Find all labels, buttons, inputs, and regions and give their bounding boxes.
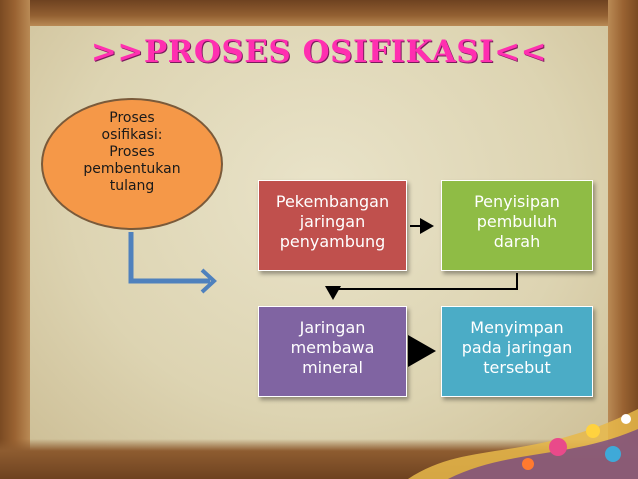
start-node-oval [41, 98, 223, 230]
start-connector [128, 232, 210, 284]
step-4-line: tersebut [483, 358, 551, 377]
start-connector-arrowhead [200, 268, 217, 294]
start-node-line: pembentukan [83, 161, 181, 177]
step-1-line: penyambung [279, 232, 386, 251]
step-box-2: Penyisipan pembuluh darah [441, 180, 593, 271]
step-3-line: membawa [290, 338, 375, 357]
start-node-line: Proses [109, 110, 155, 126]
step-4-line: Menyimpan [470, 318, 564, 337]
step-box-3: Jaringan membawa mineral [258, 306, 407, 397]
slide-title: >>PROSES OSIFIKASI<< [90, 34, 548, 70]
step-3-line: Jaringan [299, 318, 366, 337]
step-2-line: pembuluh [476, 212, 558, 231]
start-node-line: tulang [109, 178, 155, 194]
step-4-line: pada jaringan [461, 338, 573, 357]
wood-frame-top [0, 0, 638, 26]
step-box-1: Pekembangan jaringan penyambung [258, 180, 407, 271]
start-node-line: Proses [109, 144, 155, 160]
step-1-line: Pekembangan [275, 192, 390, 211]
step-box-4: Menyimpan pada jaringan tersebut [441, 306, 593, 397]
step-2-line: Penyisipan [474, 192, 560, 211]
start-node-line: osifikasi: [101, 127, 163, 143]
step-2-line: darah [493, 232, 541, 251]
wood-frame-right [608, 0, 638, 479]
floral-decoration [408, 409, 638, 479]
wood-frame-left [0, 0, 30, 479]
start-node-label: Proses osifikasi: Proses pembentukan tul… [62, 110, 202, 195]
step-3-line: mineral [302, 358, 363, 377]
arrow-step2-to-step3 [325, 273, 518, 300]
step-1-line: jaringan [299, 212, 366, 231]
